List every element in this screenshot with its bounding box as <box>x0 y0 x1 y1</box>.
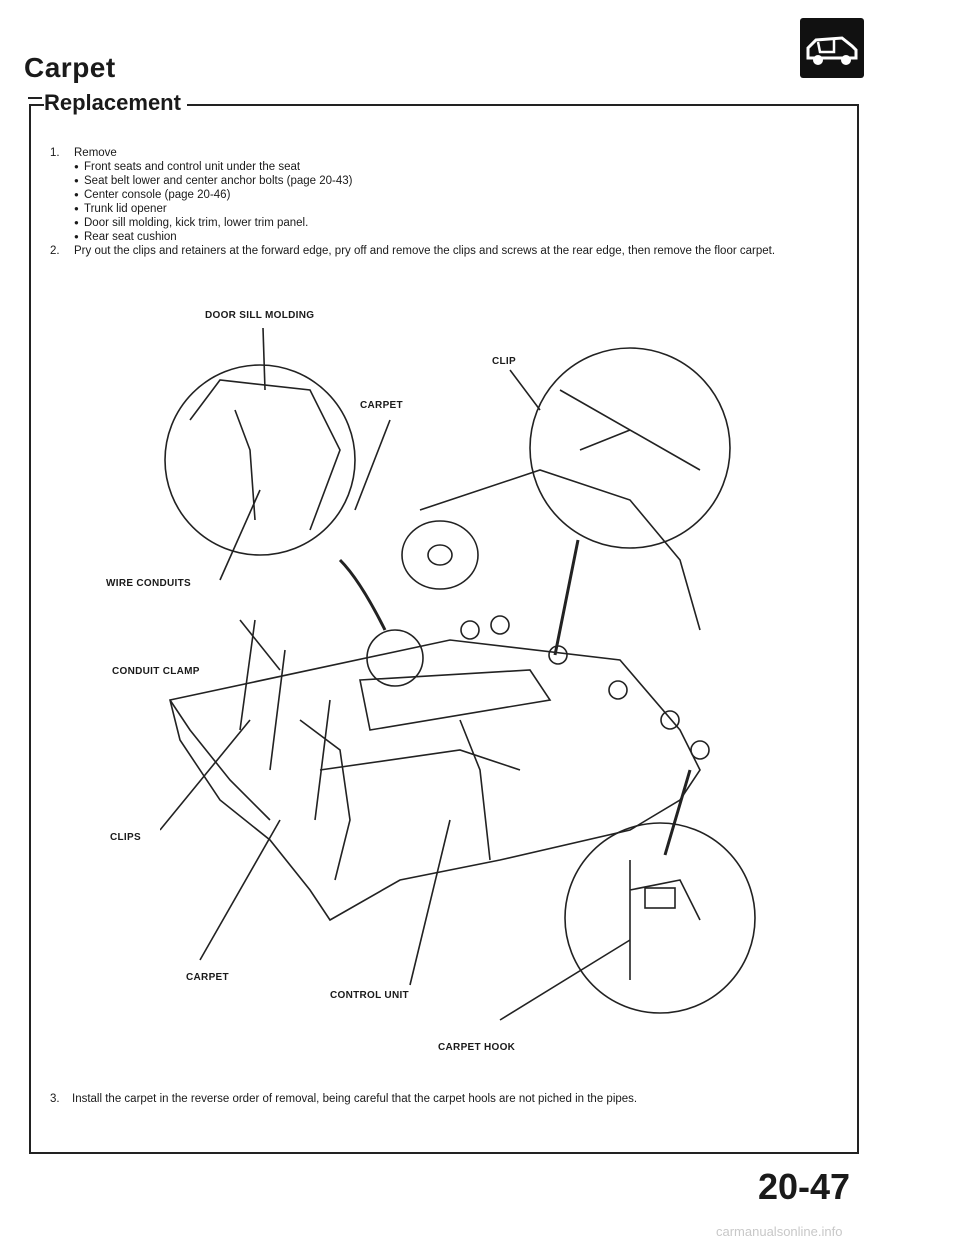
step-number: 2. <box>50 245 60 257</box>
label-carpet-top: CARPET <box>360 400 403 411</box>
carpet-diagram: DOOR SILL MOLDING CLIP CARPET WIRE CONDU… <box>106 300 760 1060</box>
bullet-item: Rear seat cushion <box>74 230 840 244</box>
page-title: Carpet <box>24 52 116 83</box>
label-wire-conduits: WIRE CONDUITS <box>106 578 192 589</box>
step-bullets: Front seats and control unit under the s… <box>74 160 840 244</box>
bullet-item: Center console (page 20-46) <box>74 188 840 202</box>
label-clips: CLIPS <box>110 832 141 843</box>
carpet-illustration <box>159 327 756 1021</box>
bullet-item: Seat belt lower and center anchor bolts … <box>74 174 840 188</box>
step-number: 1. <box>50 147 60 159</box>
step-text: Pry out the clips and retainers at the f… <box>74 245 776 257</box>
step-1: 1. Remove Front seats and control unit u… <box>50 146 840 244</box>
page-number: 20-47 <box>758 1166 851 1207</box>
label-clip: CLIP <box>492 356 516 367</box>
label-carpet-hook: CARPET HOOK <box>438 1042 516 1053</box>
label-carpet-bottom: CARPET <box>186 972 229 983</box>
step-3: 3. Install the carpet in the reverse orde… <box>50 1093 840 1105</box>
section-heading: Replacement <box>44 90 187 116</box>
step-2: 2. Pry out the clips and retainers at th… <box>50 244 840 258</box>
bullet-item: Front seats and control unit under the s… <box>74 160 840 174</box>
label-control-unit: CONTROL UNIT <box>330 990 409 1001</box>
watermark: carmanualsonline.info <box>716 1224 843 1239</box>
label-conduit-clamp: CONDUIT CLAMP <box>112 666 200 677</box>
bullet-item: Trunk lid opener <box>74 202 840 216</box>
step-text: Remove <box>74 147 117 159</box>
section-rule <box>30 104 858 106</box>
content-frame <box>29 104 859 1154</box>
bullet-item: Door sill molding, kick trim, lower trim… <box>74 216 840 230</box>
step-number: 3. <box>50 1093 60 1105</box>
section-lead-dash <box>28 97 42 99</box>
step-text: Install the carpet in the reverse order … <box>72 1093 638 1105</box>
car-icon <box>800 18 864 78</box>
instruction-steps: 1. Remove Front seats and control unit u… <box>50 146 840 258</box>
label-door-sill-molding: DOOR SILL MOLDING <box>205 310 315 321</box>
